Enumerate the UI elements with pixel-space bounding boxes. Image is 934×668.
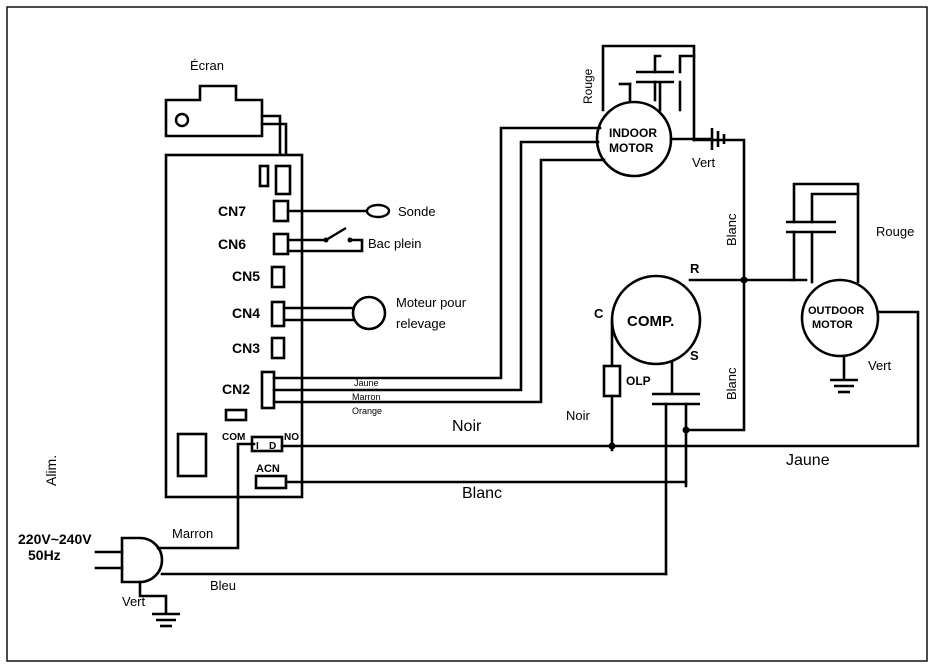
blanc-main-label: Blanc [462, 485, 502, 502]
cn5-label: CN5 [232, 268, 260, 284]
pump-motor-icon [351, 295, 387, 331]
blanc-lower-label: Blanc [724, 367, 739, 400]
svg-text:D: D [269, 441, 276, 452]
voltage-label-line2: 50Hz [28, 547, 61, 563]
cn2-label: CN2 [222, 381, 250, 397]
marron-wire-label: Marron [352, 392, 381, 402]
terminal-r-label: R [690, 261, 700, 276]
moteur-label-line1: Moteur pour [396, 295, 467, 310]
no-label: NO [284, 432, 299, 443]
outdoor-motor-icon [800, 278, 880, 358]
compressor-icon [610, 274, 702, 366]
indoor-label-line1: INDOOR [609, 126, 657, 140]
terminal-c-label: C [594, 306, 604, 321]
bleu-main-label: Bleu [210, 578, 236, 593]
indoor-label-line2: MOTOR [609, 141, 654, 155]
com-label: COM [222, 432, 245, 443]
acn-label: ACN [256, 463, 280, 475]
rouge-outdoor-label: Rouge [876, 224, 914, 239]
terminal-s-label: S [690, 348, 699, 363]
cn3-label: CN3 [232, 340, 260, 356]
orange-wire-label: Orange [352, 406, 382, 416]
cn7-label: CN7 [218, 203, 246, 219]
noir-main-label: Noir [452, 418, 482, 435]
vert-indoor-label: Vert [692, 155, 716, 170]
voltage-label-line1: 220V~240V [18, 531, 92, 547]
rouge-indoor-label: Rouge [581, 68, 595, 104]
olp-box [602, 364, 622, 398]
display-unit [164, 84, 288, 168]
outdoor-label-line1: OUTDOOR [808, 305, 864, 317]
svg-text:I: I [256, 441, 259, 452]
jaune-wire-label: Jaune [354, 378, 379, 388]
cn4-label: CN4 [232, 305, 260, 321]
vert-outdoor-label: Vert [868, 358, 892, 373]
blanc-upper-label: Blanc [724, 213, 739, 246]
bac-plein-label: Bac plein [368, 236, 421, 251]
diagram-frame [6, 6, 928, 662]
marron-main-label: Marron [172, 526, 213, 541]
jaune-main-label: Jaune [786, 452, 830, 469]
ecran-label: Écran [190, 58, 224, 73]
sonde-label: Sonde [398, 204, 436, 219]
olp-label: OLP [626, 374, 651, 388]
cn6-label: CN6 [218, 236, 246, 252]
sonde-sensor-icon [365, 203, 391, 219]
alim-label: Alim. [43, 455, 59, 486]
vert-plug-label: Vert [122, 594, 146, 609]
outdoor-label-line2: MOTOR [812, 319, 853, 331]
power-plug-icon [120, 536, 164, 584]
moteur-label-line2: relevage [396, 316, 446, 331]
noir-comp-label: Noir [566, 408, 591, 423]
bac-plein-switch-icon [325, 226, 347, 242]
comp-label: COMP. [627, 313, 674, 330]
